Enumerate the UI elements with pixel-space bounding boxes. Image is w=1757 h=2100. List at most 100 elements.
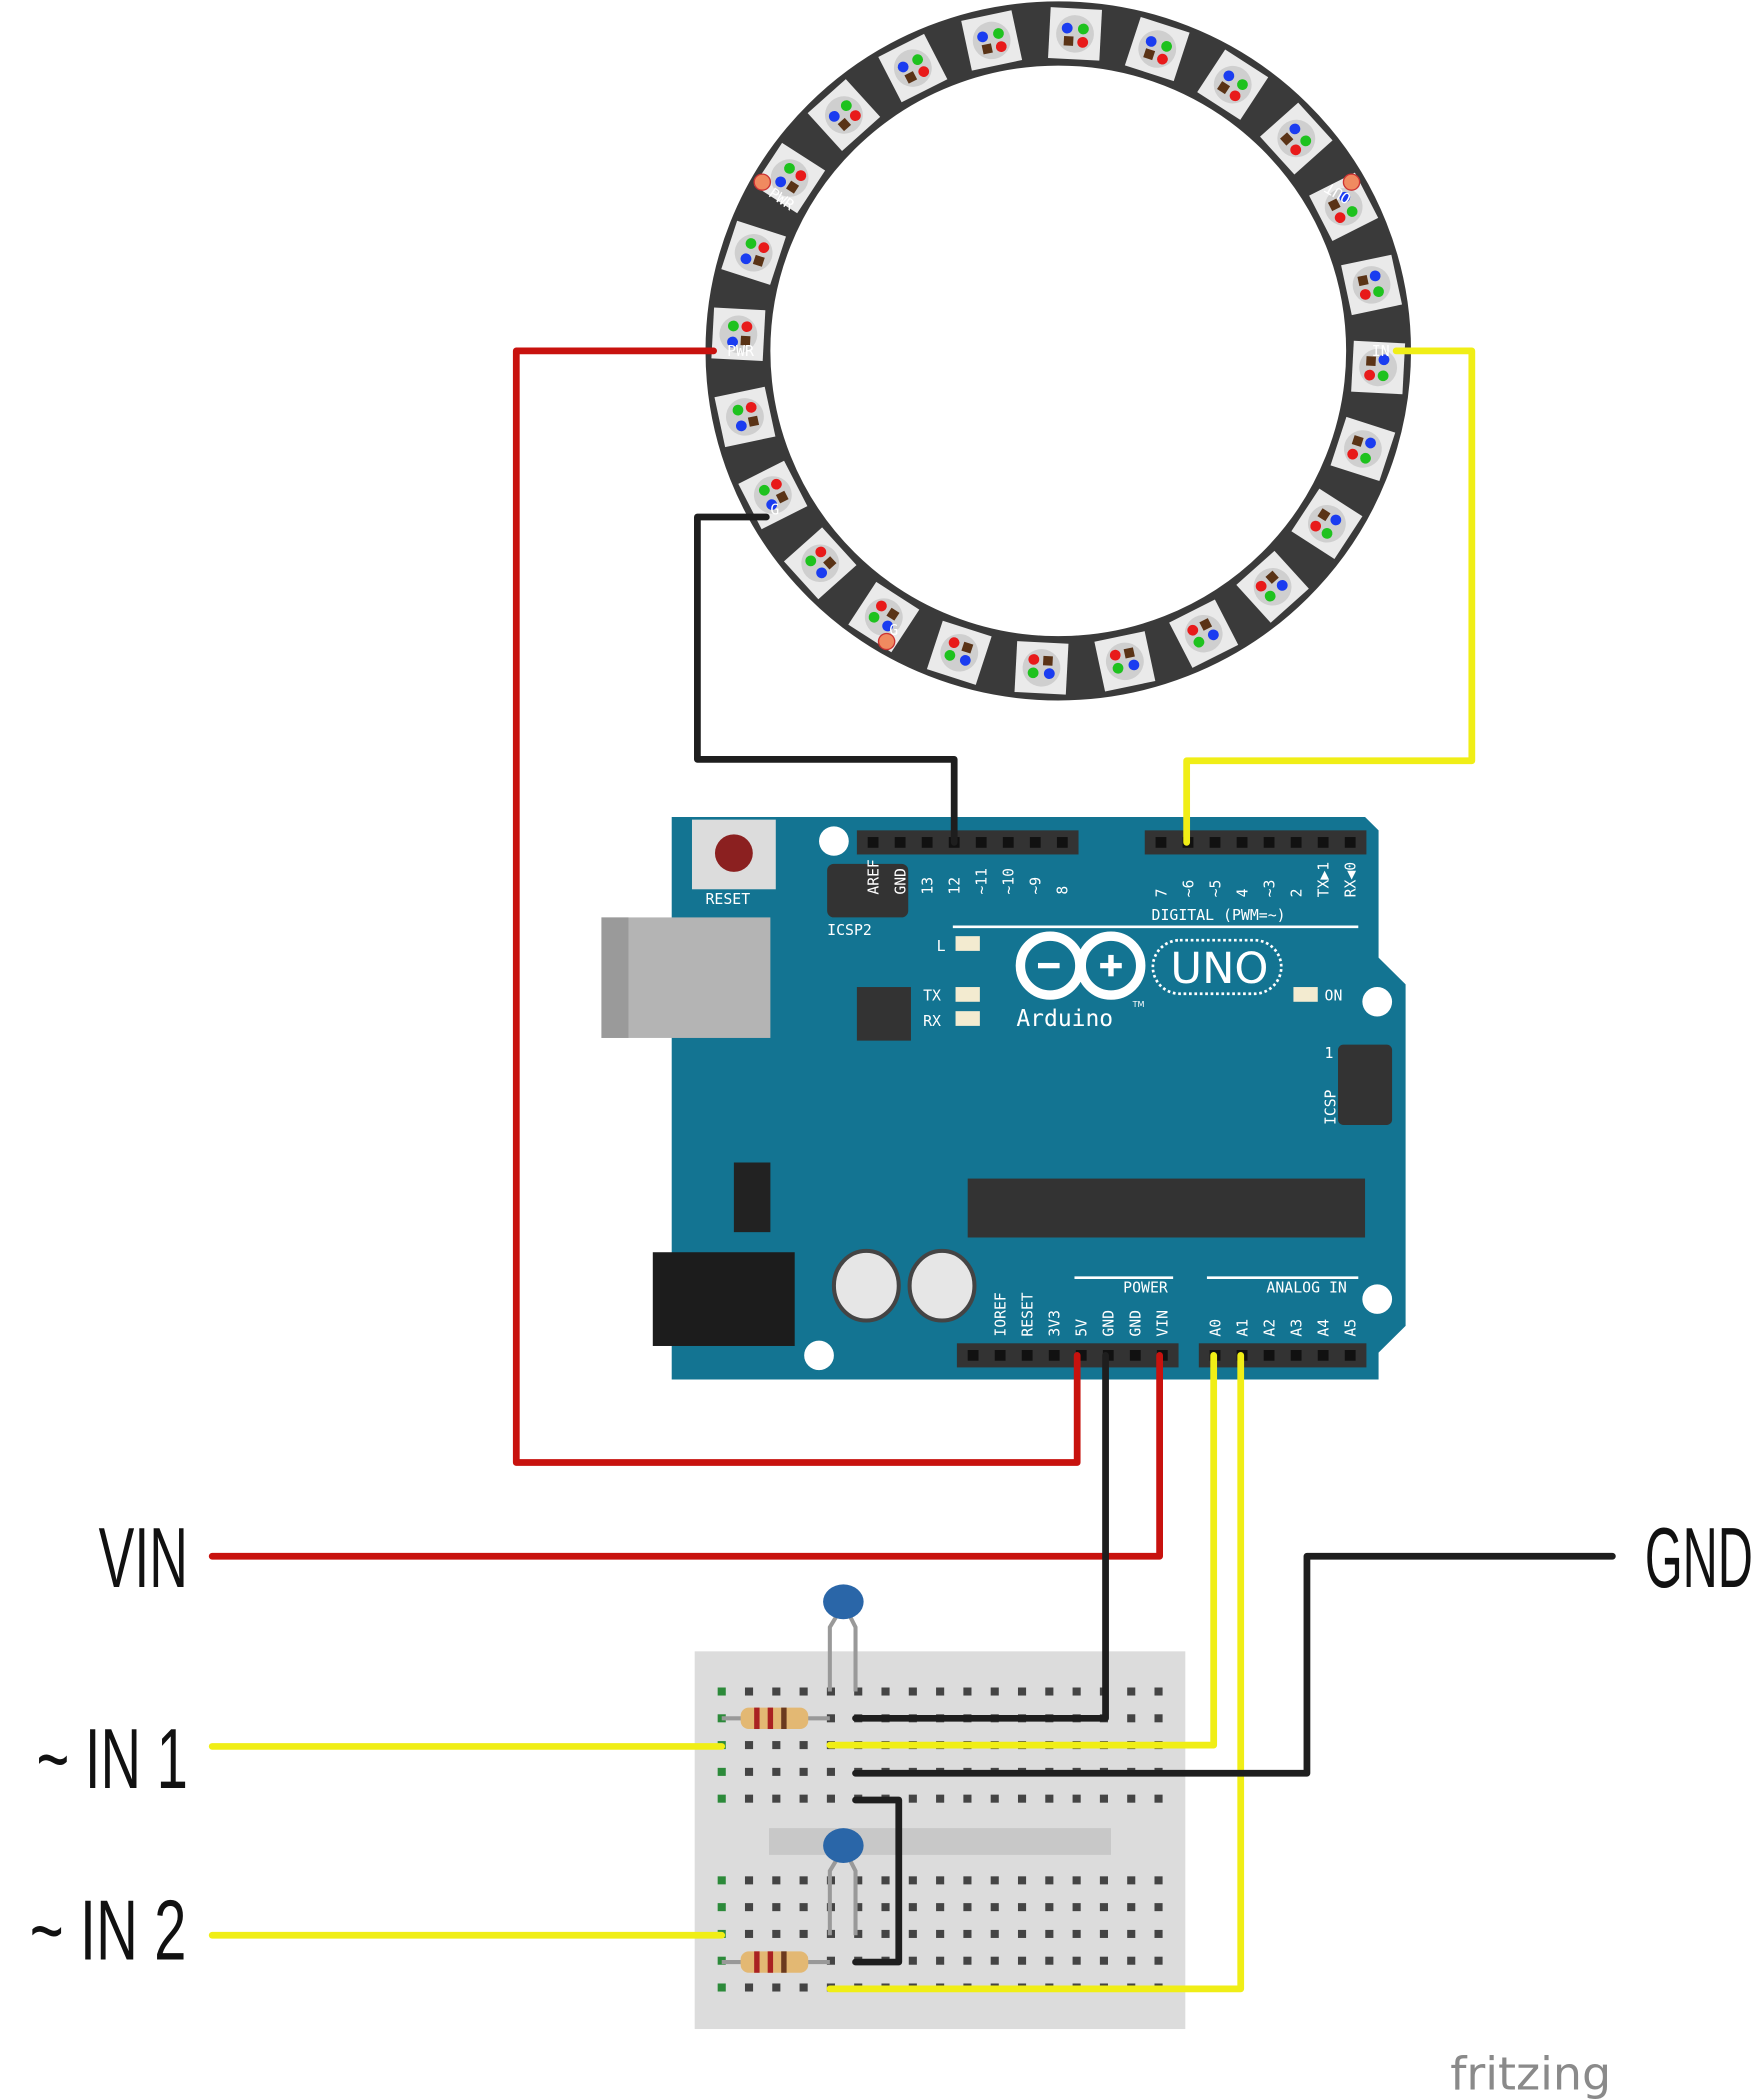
breadboard-hole[interactable]: [1072, 1956, 1081, 1965]
wire-gnd-jumper[interactable]: [852, 1796, 903, 1966]
breadboard-hole[interactable]: [963, 1956, 972, 1965]
breadboard-hole[interactable]: [990, 1876, 999, 1885]
breadboard-hole[interactable]: [1017, 1956, 1027, 1965]
breadboard-hole[interactable]: [908, 1956, 917, 1965]
breadboard-hole[interactable]: [990, 1929, 999, 1938]
wire-a1-to-breadboard[interactable]: [826, 1352, 1245, 1993]
breadboard-hole[interactable]: [826, 1767, 835, 1776]
breadboard-hole[interactable]: [1072, 1687, 1081, 1696]
breadboard-hole[interactable]: [772, 1794, 781, 1803]
breadboard-hole[interactable]: [963, 1687, 972, 1696]
breadboard-hole[interactable]: [908, 1794, 917, 1803]
breadboard-hole[interactable]: [799, 1767, 808, 1776]
breadboard-hole[interactable]: [1127, 1903, 1136, 1912]
breadboard-hole[interactable]: [799, 1903, 808, 1912]
breadboard-hole[interactable]: [1154, 1714, 1163, 1723]
breadboard-hole[interactable]: [1099, 1794, 1108, 1803]
breadboard-hole[interactable]: [936, 1794, 945, 1803]
header-pin[interactable]: [994, 1350, 1006, 1361]
breadboard-hole[interactable]: [1045, 1929, 1054, 1938]
breadboard-hole[interactable]: [1099, 1876, 1108, 1885]
header-pin[interactable]: [1344, 1350, 1356, 1361]
breadboard-hole[interactable]: [1127, 1956, 1136, 1965]
reset-button-cap[interactable]: [714, 834, 753, 872]
wire-5v-to-ring-pwr[interactable]: [512, 347, 1081, 1466]
breadboard-hole[interactable]: [1045, 1956, 1054, 1965]
breadboard-hole[interactable]: [1017, 1794, 1027, 1803]
header-pin[interactable]: [975, 837, 987, 848]
breadboard-hole[interactable]: [772, 1687, 781, 1696]
breadboard-hole[interactable]: [1154, 1903, 1163, 1912]
breadboard-hole[interactable]: [1072, 1929, 1081, 1938]
breadboard-hole[interactable]: [1127, 1794, 1136, 1803]
breadboard-hole[interactable]: [936, 1687, 945, 1696]
breadboard-hole[interactable]: [881, 1876, 890, 1885]
header-pin[interactable]: [867, 837, 879, 848]
wire-vin[interactable]: [208, 1352, 1163, 1560]
breadboard-hole[interactable]: [744, 1903, 754, 1912]
breadboard-hole[interactable]: [772, 1767, 781, 1776]
breadboard-hole[interactable]: [826, 1794, 835, 1803]
breadboard-hole[interactable]: [936, 1929, 945, 1938]
breadboard-hole[interactable]: [717, 1687, 726, 1696]
breadboard-hole[interactable]: [881, 1687, 890, 1696]
breadboard-hole[interactable]: [744, 1983, 754, 1992]
breadboard-hole[interactable]: [799, 1794, 808, 1803]
breadboard-hole[interactable]: [1127, 1929, 1136, 1938]
breadboard-hole[interactable]: [908, 1903, 917, 1912]
breadboard-hole[interactable]: [772, 1983, 781, 1992]
breadboard-hole[interactable]: [908, 1929, 917, 1938]
breadboard-hole[interactable]: [717, 1876, 726, 1885]
breadboard-hole[interactable]: [963, 1876, 972, 1885]
wire-gnd-external[interactable]: [852, 1552, 1616, 1777]
breadboard-hole[interactable]: [772, 1929, 781, 1938]
breadboard-hole[interactable]: [1045, 1794, 1054, 1803]
breadboard-hole[interactable]: [936, 1876, 945, 1885]
wire-pin6-to-ring-in[interactable]: [1183, 347, 1476, 846]
breadboard-hole[interactable]: [1045, 1687, 1054, 1696]
header-pin[interactable]: [967, 1350, 979, 1361]
breadboard-hole[interactable]: [854, 1929, 863, 1938]
breadboard-hole[interactable]: [1017, 1903, 1027, 1912]
header-pin[interactable]: [1209, 837, 1221, 848]
header-pin[interactable]: [894, 837, 906, 848]
wire-gnd-to-ring-g[interactable]: [694, 513, 958, 846]
wire-a0-to-breadboard[interactable]: [826, 1352, 1218, 1749]
breadboard-hole[interactable]: [744, 1929, 754, 1938]
breadboard-hole[interactable]: [936, 1956, 945, 1965]
header-pin[interactable]: [921, 837, 933, 848]
breadboard-hole[interactable]: [963, 1794, 972, 1803]
breadboard-hole[interactable]: [1154, 1687, 1163, 1696]
header-pin[interactable]: [1155, 837, 1167, 848]
breadboard-hole[interactable]: [1127, 1876, 1136, 1885]
header-pin[interactable]: [1317, 1350, 1329, 1361]
breadboard-hole[interactable]: [1154, 1956, 1163, 1965]
header-pin[interactable]: [1129, 1350, 1141, 1361]
header-pin[interactable]: [1056, 837, 1068, 848]
breadboard-hole[interactable]: [826, 1956, 835, 1965]
breadboard-hole[interactable]: [963, 1929, 972, 1938]
header-pin[interactable]: [1344, 837, 1356, 848]
breadboard-hole[interactable]: [772, 1741, 781, 1750]
breadboard-hole[interactable]: [799, 1929, 808, 1938]
breadboard-hole[interactable]: [744, 1767, 754, 1776]
breadboard-hole[interactable]: [1099, 1929, 1108, 1938]
breadboard-hole[interactable]: [717, 1903, 726, 1912]
breadboard-hole[interactable]: [936, 1903, 945, 1912]
breadboard-hole[interactable]: [854, 1876, 863, 1885]
breadboard-hole[interactable]: [990, 1794, 999, 1803]
breadboard-hole[interactable]: [1017, 1876, 1027, 1885]
header-pin[interactable]: [1002, 837, 1014, 848]
breadboard-hole[interactable]: [1072, 1903, 1081, 1912]
breadboard-hole[interactable]: [881, 1929, 890, 1938]
breadboard-hole[interactable]: [799, 1876, 808, 1885]
breadboard-hole[interactable]: [1154, 1876, 1163, 1885]
breadboard-hole[interactable]: [1099, 1903, 1108, 1912]
breadboard-hole[interactable]: [1127, 1687, 1136, 1696]
breadboard-hole[interactable]: [1045, 1903, 1054, 1912]
header-pin[interactable]: [1263, 837, 1275, 848]
breadboard-hole[interactable]: [744, 1794, 754, 1803]
header-pin[interactable]: [1317, 837, 1329, 848]
breadboard-hole[interactable]: [963, 1903, 972, 1912]
breadboard-hole[interactable]: [1017, 1687, 1027, 1696]
